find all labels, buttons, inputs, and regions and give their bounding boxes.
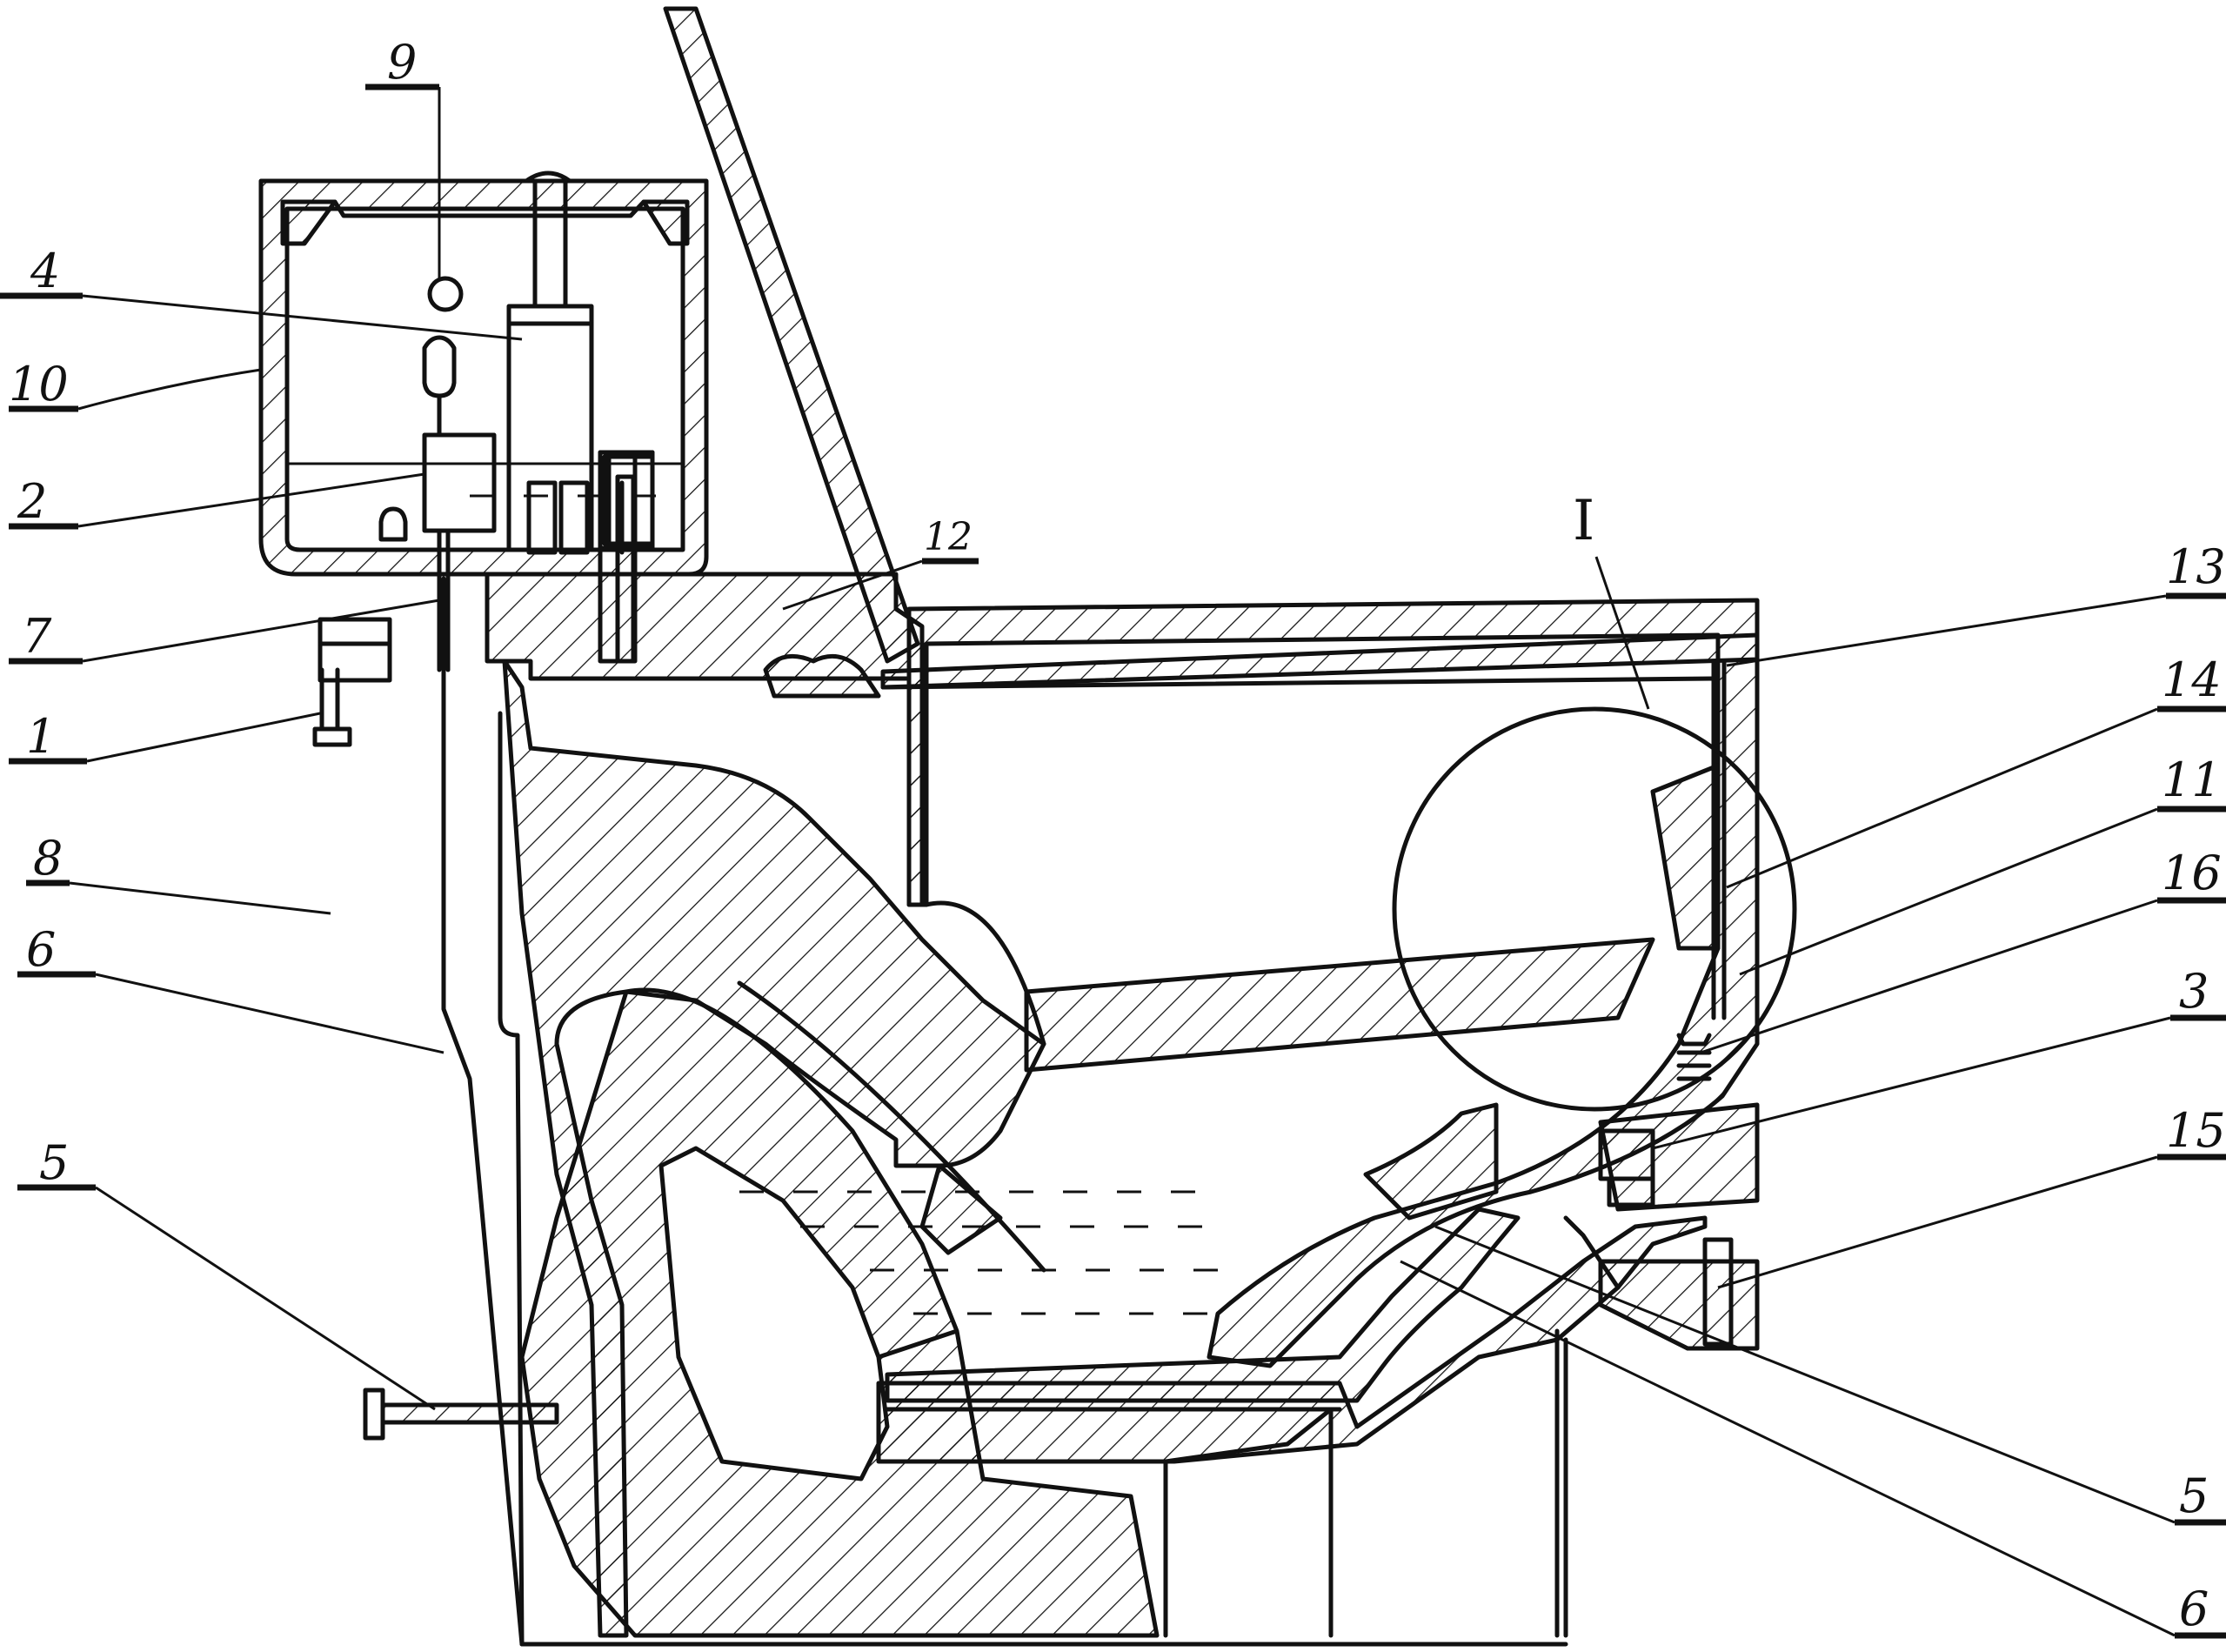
flush-valve-column: [506, 321, 594, 552]
toilet-lid: [663, 6, 1760, 699]
label-2: 2: [17, 474, 47, 529]
label-8: 8: [33, 831, 63, 886]
toilet-bowl-body: [441, 572, 1760, 1647]
label-9: 9: [387, 35, 417, 90]
label-16: 16: [2162, 846, 2222, 900]
label-6-right: 6: [2179, 1582, 2209, 1636]
leader-lines: [0, 84, 2226, 1639]
part-labels: 9 4 10 2 7 1 8 6 5 12 I 13 14 11 16 3 15…: [9, 35, 2226, 1636]
detail-circle-I: [1392, 706, 1797, 1112]
side-water-pipe: [363, 1388, 559, 1441]
label-3: 3: [2179, 964, 2209, 1019]
label-13: 13: [2166, 539, 2226, 594]
label-6: 6: [26, 922, 56, 977]
label-4: 4: [30, 244, 60, 298]
label-5-right: 5: [2179, 1468, 2209, 1523]
inlet-valve: [318, 617, 392, 683]
label-7: 7: [22, 609, 52, 664]
label-10: 10: [9, 357, 69, 411]
label-11: 11: [2162, 752, 2222, 807]
label-15: 15: [2166, 1103, 2226, 1158]
label-5-left: 5: [39, 1135, 69, 1190]
overflow-port-icon: [427, 276, 464, 312]
label-12: 12: [924, 515, 973, 559]
label-14: 14: [2162, 652, 2222, 707]
float-ball: [422, 432, 497, 533]
detail-marker-I: I: [1573, 489, 1594, 553]
label-1: 1: [26, 709, 56, 764]
